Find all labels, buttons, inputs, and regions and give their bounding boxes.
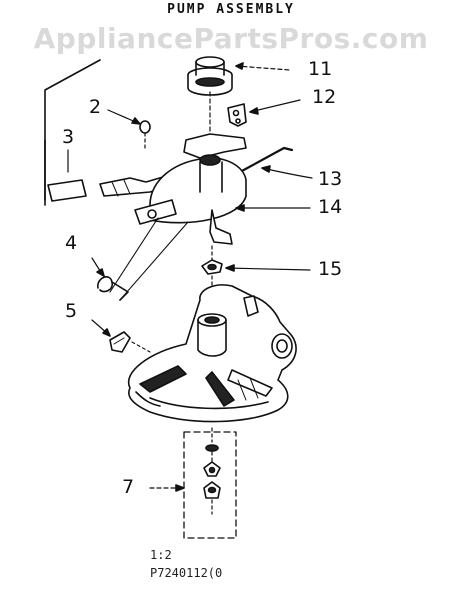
leader-11 [235,65,291,71]
clip-part [227,103,247,127]
callout-11: 11 [308,58,333,80]
spring-clip-part [97,276,129,301]
leader-5b [131,341,151,353]
arrow-5 [102,328,111,337]
rod-part [238,146,294,174]
arrow-12 [249,107,259,115]
watermark: AppliancePartsPros.com [33,22,429,55]
scale-label: 1:2 [150,548,172,562]
arrow-7 [175,484,185,492]
part-number: P7240112(0 [150,566,223,580]
arrow-2 [131,117,141,125]
pulley-part [187,56,233,151]
callout-15: 15 [318,258,343,280]
callout-5: 5 [65,300,78,322]
callout-3: 3 [62,126,75,148]
arrow-14 [235,204,245,212]
valve-part [203,427,221,515]
arrow-15 [225,264,235,272]
callout-12: 12 [312,86,337,108]
diagram-title: PUMP ASSEMBLY [167,2,295,17]
pump-housing-part [127,284,297,423]
callout-4: 4 [65,232,78,254]
small-clip-part [109,331,131,353]
callout-13: 13 [318,168,343,190]
leader-15 [225,267,311,271]
arrow-4 [96,268,105,277]
arrow-13 [261,165,271,173]
callout-2: 2 [89,96,102,118]
leader-12 [249,99,301,113]
callout-14: 14 [318,196,343,218]
screw-part [139,120,151,151]
callout-7: 7 [122,476,135,498]
pump-cover-part [109,133,247,301]
arrow-11 [235,62,244,70]
parts-box [183,431,237,539]
